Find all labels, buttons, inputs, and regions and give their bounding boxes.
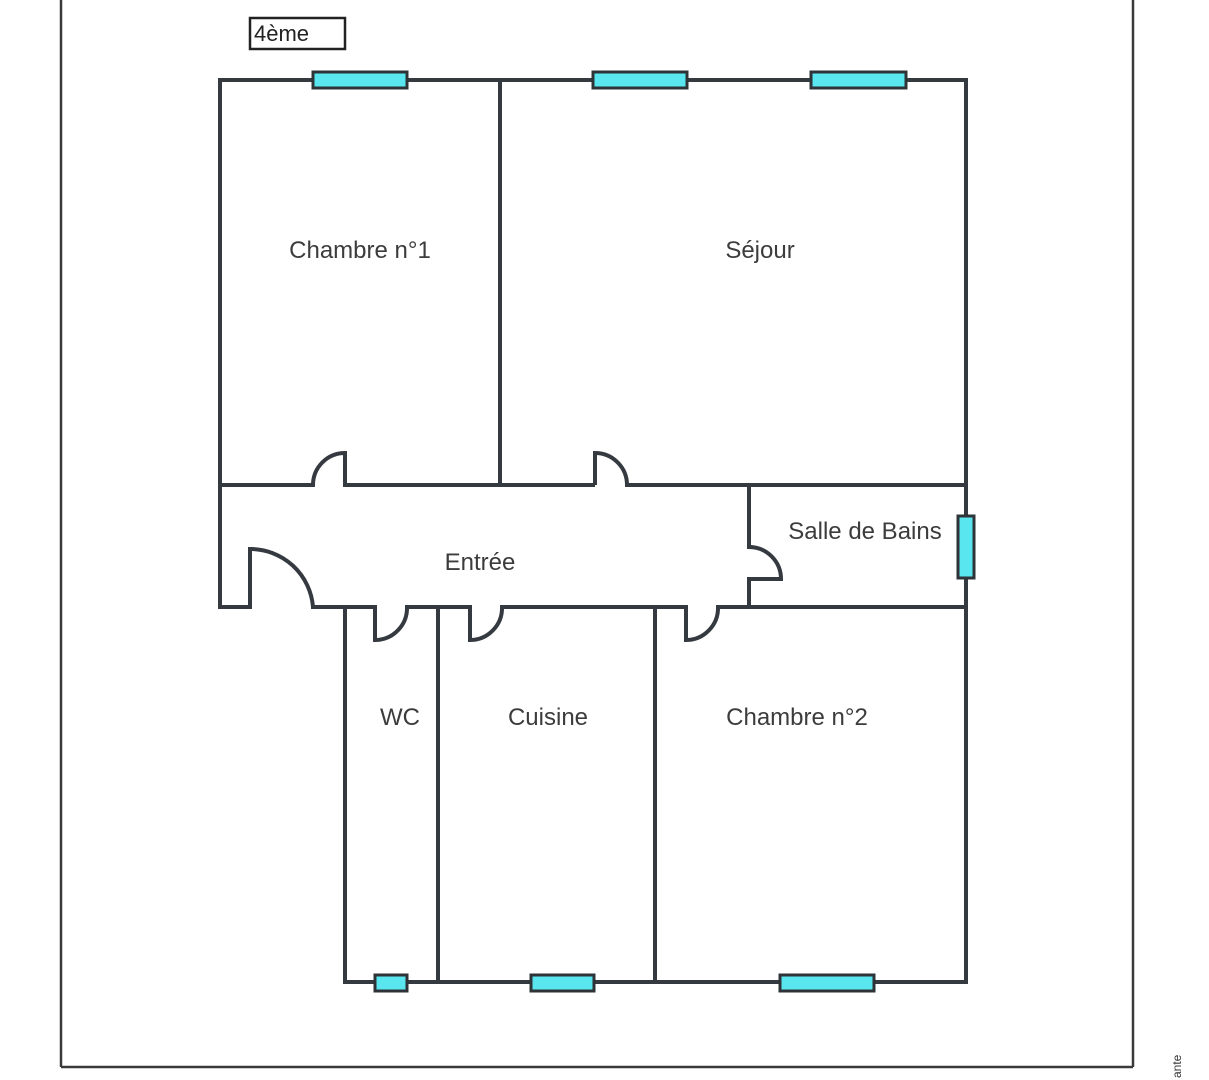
door-wc	[373, 606, 410, 643]
door-chambre1	[311, 450, 347, 486]
window-chambre2	[778, 973, 876, 993]
door-cuisine	[468, 606, 505, 643]
windows	[311, 70, 976, 993]
floor-label-text: 4ème	[254, 21, 309, 46]
room-label-chambre1: Chambre n°1	[289, 237, 431, 264]
doors	[249, 450, 784, 643]
room-label-wc: WC	[380, 704, 420, 731]
door-sejour	[593, 450, 629, 486]
window-wc	[373, 973, 409, 993]
door-entree	[249, 546, 315, 608]
window-sejour-right	[809, 70, 908, 90]
door-salle-de-bains	[748, 545, 784, 581]
window-sejour-left	[591, 70, 689, 90]
floor-label: 4ème	[248, 16, 347, 51]
page-frame	[59, 0, 1135, 1069]
room-label-cuisine: Cuisine	[508, 704, 588, 731]
door-chambre2	[684, 606, 721, 643]
window-salle-de-bains	[956, 514, 976, 580]
side-note: ante	[1170, 1054, 1184, 1078]
window-cuisine	[529, 973, 596, 993]
window-chambre1	[311, 70, 409, 90]
room-label-sejour: Séjour	[725, 237, 794, 264]
room-labels: Chambre n°1 Séjour Entrée Salle de Bains…	[289, 237, 942, 731]
room-label-salle-de-bains: Salle de Bains	[788, 518, 941, 545]
room-label-chambre2: Chambre n°2	[726, 704, 868, 731]
room-label-entree: Entrée	[445, 549, 516, 576]
